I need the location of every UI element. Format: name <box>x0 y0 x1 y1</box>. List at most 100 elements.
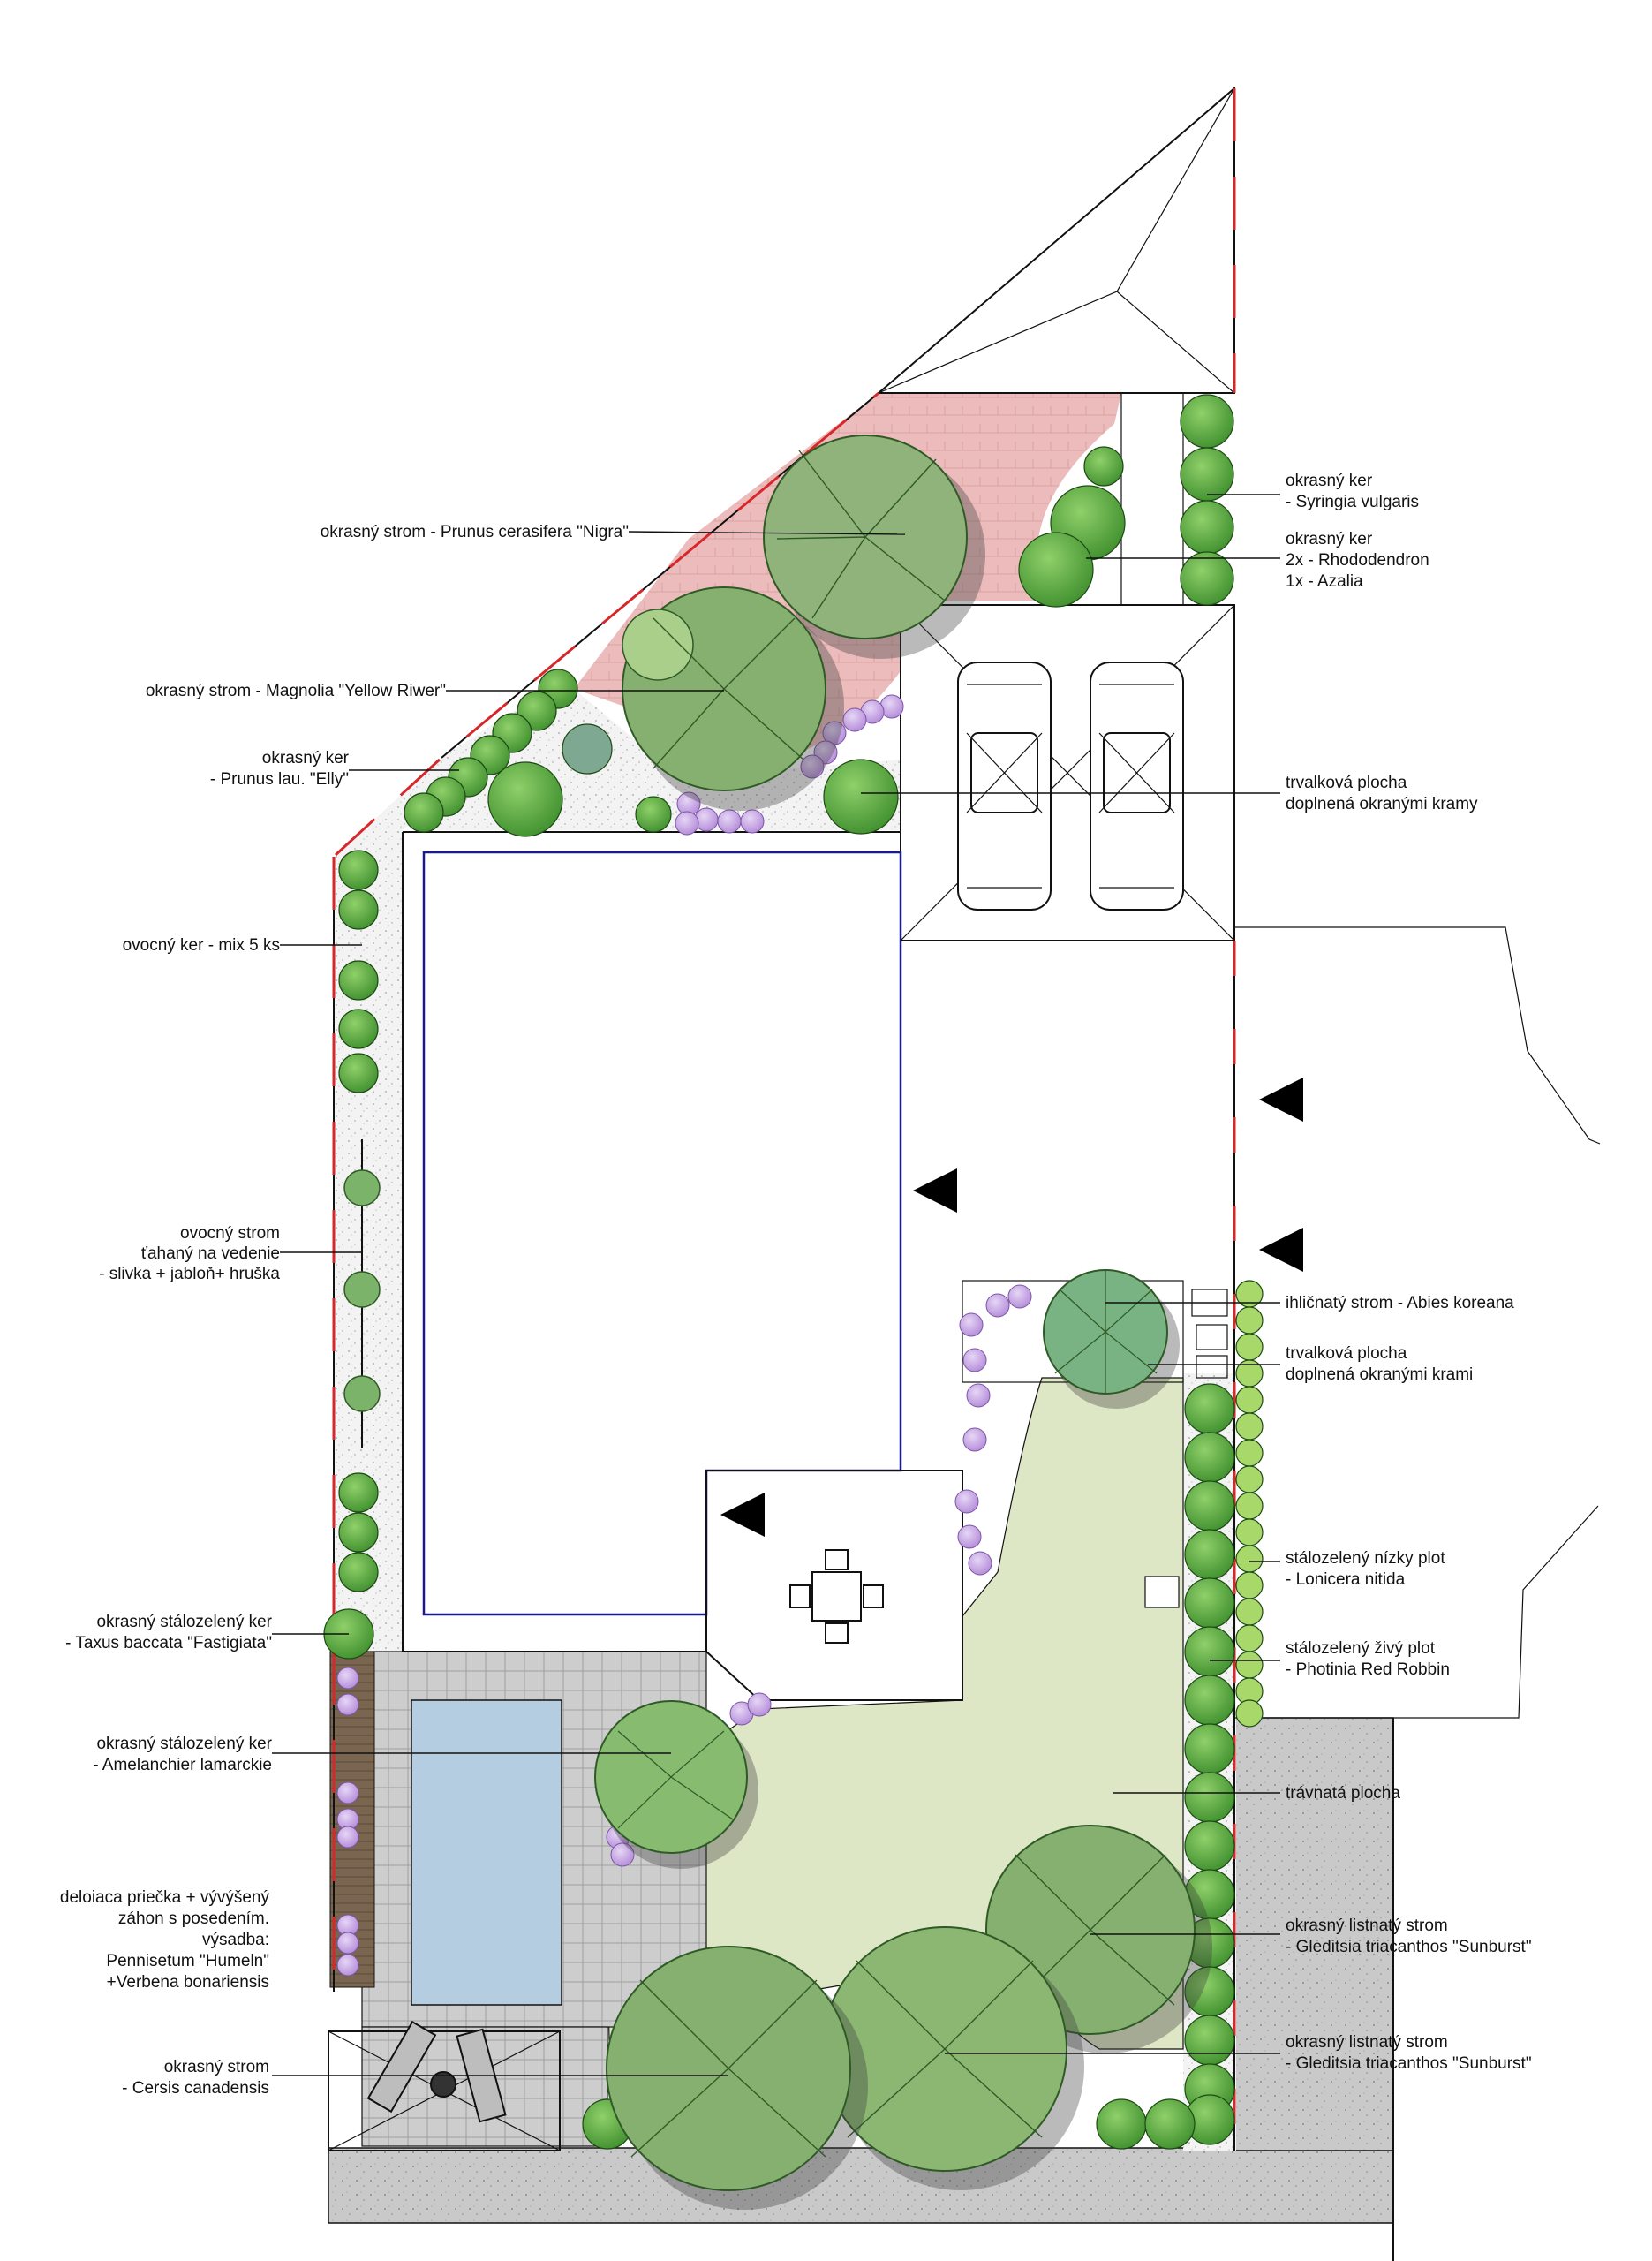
label-prunus-elly-2: - Prunus lau. "Elly" <box>210 770 349 789</box>
tree-cersis-canadensis <box>606 1946 868 2210</box>
label-amelanchier-1: okrasný stálozelený ker <box>96 1735 272 1753</box>
step-3 <box>1196 1355 1228 1379</box>
label-abies: ihličnatý strom - Abies koreana <box>1286 1294 1514 1312</box>
car-right <box>1090 662 1184 911</box>
shrub-syringa <box>1180 500 1234 555</box>
step-2 <box>1196 1324 1228 1350</box>
label-perennial-1-a: trvalková plocha <box>1286 774 1407 792</box>
label-fruit-tree-2: ťahaný na vedenie <box>141 1244 280 1263</box>
label-prunus-elly-1: okrasný ker <box>262 749 350 768</box>
label-gleditsia-1-a: okrasný listnatý strom <box>1286 1917 1448 1935</box>
shrub-fruit <box>338 1512 379 1553</box>
hedge-lonicera <box>1235 1280 1264 1728</box>
shrub-bed <box>487 761 563 837</box>
label-lonicera-1: stálozelený nízky plot <box>1286 1549 1445 1568</box>
shrub-fruit <box>338 850 379 890</box>
road-surface <box>328 2147 1393 2224</box>
shrub-bed <box>823 759 899 835</box>
car-left <box>957 662 1052 911</box>
shrub-rhododendron <box>1083 446 1124 487</box>
patio-table <box>811 1571 862 1622</box>
patio-chair-top <box>825 1549 849 1570</box>
tree-abies-koreana <box>1043 1269 1180 1409</box>
roof-outline <box>876 86 1235 394</box>
label-photinia-2: - Photinia Red Robbin <box>1286 1660 1450 1679</box>
label-gleditsia-2-b: - Gleditsia triacanthos "Sunburst" <box>1286 2054 1532 2073</box>
lounger-left <box>366 2020 437 2114</box>
labels-left: okrasný strom - Prunus cerasifera "Nigra… <box>60 523 629 2098</box>
shrub-bed-teal <box>562 723 613 775</box>
labels-right: okrasný ker - Syringia vulgaris okrasný … <box>1286 472 1532 2073</box>
shrub-fruit <box>338 960 379 1001</box>
label-gleditsia-1-b: - Gleditsia triacanthos "Sunburst" <box>1286 1938 1532 1956</box>
entry-arrow-3 <box>1259 1228 1303 1272</box>
entry-arrows <box>720 1078 1303 1537</box>
fence-red-diagonal <box>334 391 879 857</box>
hedge-photinia <box>1184 1383 1235 2145</box>
roof-ridge <box>878 87 1235 394</box>
label-rhododendron-3: 1x - Azalia <box>1286 572 1363 591</box>
tree-espalier <box>343 1169 381 1412</box>
gravel-driveway-edge <box>1120 392 1184 606</box>
lounge-area <box>328 2030 561 2151</box>
entry-arrow-1 <box>1259 1078 1303 1122</box>
shrub-fruit <box>338 1053 379 1093</box>
entry-arrow-2 <box>913 1168 957 1213</box>
shrub-prunus-elly <box>404 792 444 833</box>
patio-chair-right <box>863 1584 884 1608</box>
label-syringa-2: - Syringia vulgaris <box>1286 493 1419 511</box>
label-divider-5: +Verbena bonariensis <box>107 1973 269 1992</box>
label-perennial-2-a: trvalková plocha <box>1286 1344 1407 1363</box>
tree-amelanchier <box>594 1700 758 1869</box>
flowers-purple <box>336 694 1032 1977</box>
shrub-fruit <box>338 1472 379 1513</box>
label-fruit-bush: ovocný ker - mix 5 ks <box>123 936 280 955</box>
label-prunus-cerasifera: okrasný strom - Prunus cerasifera "Nigra… <box>321 523 629 541</box>
patio-table-set <box>789 1549 884 1644</box>
label-fruit-tree-1: ovocný strom <box>180 1224 280 1243</box>
patio-small-square <box>1144 1576 1180 1608</box>
label-rhododendron-1: okrasný ker <box>1286 530 1373 548</box>
patio-chair-left <box>789 1584 811 1608</box>
parked-cars <box>957 662 1184 911</box>
label-perennial-2-b: doplnená okranými krami <box>1286 1365 1473 1384</box>
label-lawn: trávnatá plocha <box>1286 1784 1400 1803</box>
label-cersis-2: - Cersis canadensis <box>122 2079 269 2098</box>
patio-outline <box>705 1470 963 1701</box>
label-divider-4: Pennisetum "Humeln" <box>106 1952 269 1970</box>
swimming-pool <box>411 1699 562 2006</box>
label-taxus-2: - Taxus baccata "Fastigiata" <box>65 1634 272 1652</box>
shrub-bed <box>635 796 672 833</box>
neighbour-outline-2 <box>1234 1505 1599 1719</box>
label-divider-3: výsadba: <box>202 1931 269 1949</box>
label-magnolia: okrasný strom - Magnolia "Yellow Riwer" <box>146 682 446 700</box>
tree-magnolia <box>622 586 844 811</box>
label-photinia-1: stálozelený živý plot <box>1286 1639 1436 1658</box>
entry-arrow-4 <box>720 1493 765 1537</box>
label-perennial-1-b: doplnená okranými kramy <box>1286 795 1478 813</box>
parking-cross <box>900 604 1235 941</box>
shrub-fruit <box>338 1552 379 1592</box>
label-lonicera-2: - Lonicera nitida <box>1286 1570 1406 1589</box>
lounge-table <box>430 2071 456 2098</box>
trees <box>343 435 1212 2210</box>
label-gleditsia-2-a: okrasný listnatý strom <box>1286 2033 1448 2052</box>
label-divider-2: záhon s posedením. <box>118 1909 269 1928</box>
label-rhododendron-2: 2x - Rhododendron <box>1286 551 1429 570</box>
label-amelanchier-2: - Amelanchier lamarckie <box>93 1756 272 1774</box>
house-outline <box>422 851 902 1616</box>
tree-gleditsia-lower <box>822 1926 1084 2190</box>
tree-prunus-cerasifera <box>763 435 985 659</box>
gravel-strip-left <box>334 689 556 1652</box>
shrub-fruit <box>338 889 379 930</box>
shrub-fruit <box>338 1009 379 1049</box>
shrub-syringa <box>1180 551 1234 606</box>
leader-lines <box>272 494 1280 2076</box>
label-fruit-tree-3: - slivka + jabloň+ hruška <box>99 1265 280 1283</box>
neighbour-outline <box>1234 926 1601 1145</box>
label-divider-1: deloiaca priečka + vývýšený <box>60 1888 270 1907</box>
shrub-azalea <box>1018 532 1094 608</box>
shrub-syringa <box>1180 447 1234 502</box>
label-syringa-1: okrasný ker <box>1286 472 1373 490</box>
